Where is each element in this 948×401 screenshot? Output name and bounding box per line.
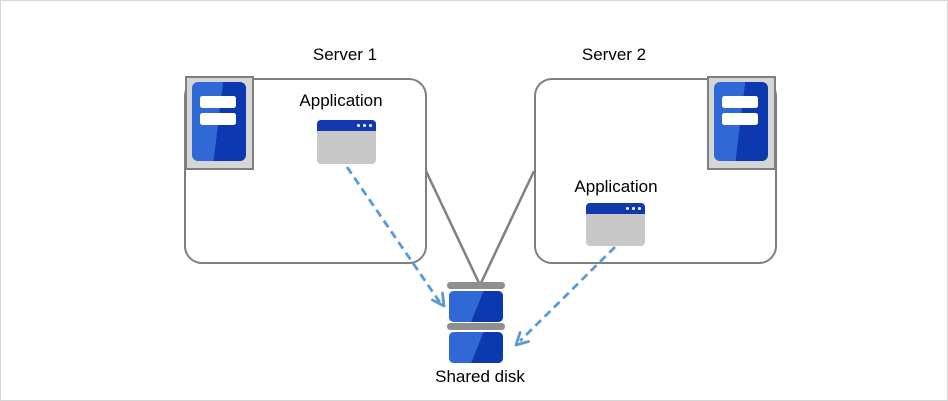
disk-unit <box>449 290 503 322</box>
server2-label: Server 2 <box>581 45 647 64</box>
disk-top-bar <box>447 323 505 330</box>
shared-disk-label: Shared disk <box>435 367 525 386</box>
server1-tower-icon <box>185 76 254 170</box>
server1-label: Server 1 <box>312 45 378 64</box>
server2-tower-icon <box>707 76 776 170</box>
server1-application-label: Application <box>299 91 383 110</box>
window-dot-icon <box>625 206 629 210</box>
connector-line-server1-disk <box>424 170 481 284</box>
arrow-app1-to-disk-head <box>431 291 446 308</box>
window-titlebar <box>317 120 376 131</box>
window-dot-icon <box>362 123 366 127</box>
window-dot-icon <box>631 206 635 210</box>
window-dot-icon <box>637 206 641 210</box>
server2-application-label: Application <box>574 177 658 196</box>
window-titlebar <box>586 203 645 214</box>
server-tower-body <box>192 82 246 161</box>
disk-top-bar <box>447 282 505 289</box>
server-tower-slot <box>200 113 236 125</box>
server2-application-window-icon <box>586 203 645 246</box>
server1-application-window-icon <box>317 120 376 164</box>
server-tower-slot <box>200 96 236 108</box>
disk-unit <box>449 331 503 363</box>
window-dot-icon <box>356 123 360 127</box>
window-dot-icon <box>368 123 372 127</box>
arrow-app2-to-disk-head <box>514 331 530 347</box>
server-tower-slot <box>722 113 758 125</box>
shared-disk-icon <box>447 282 505 363</box>
server-tower-body <box>714 82 768 161</box>
server-tower-slot <box>722 96 758 108</box>
